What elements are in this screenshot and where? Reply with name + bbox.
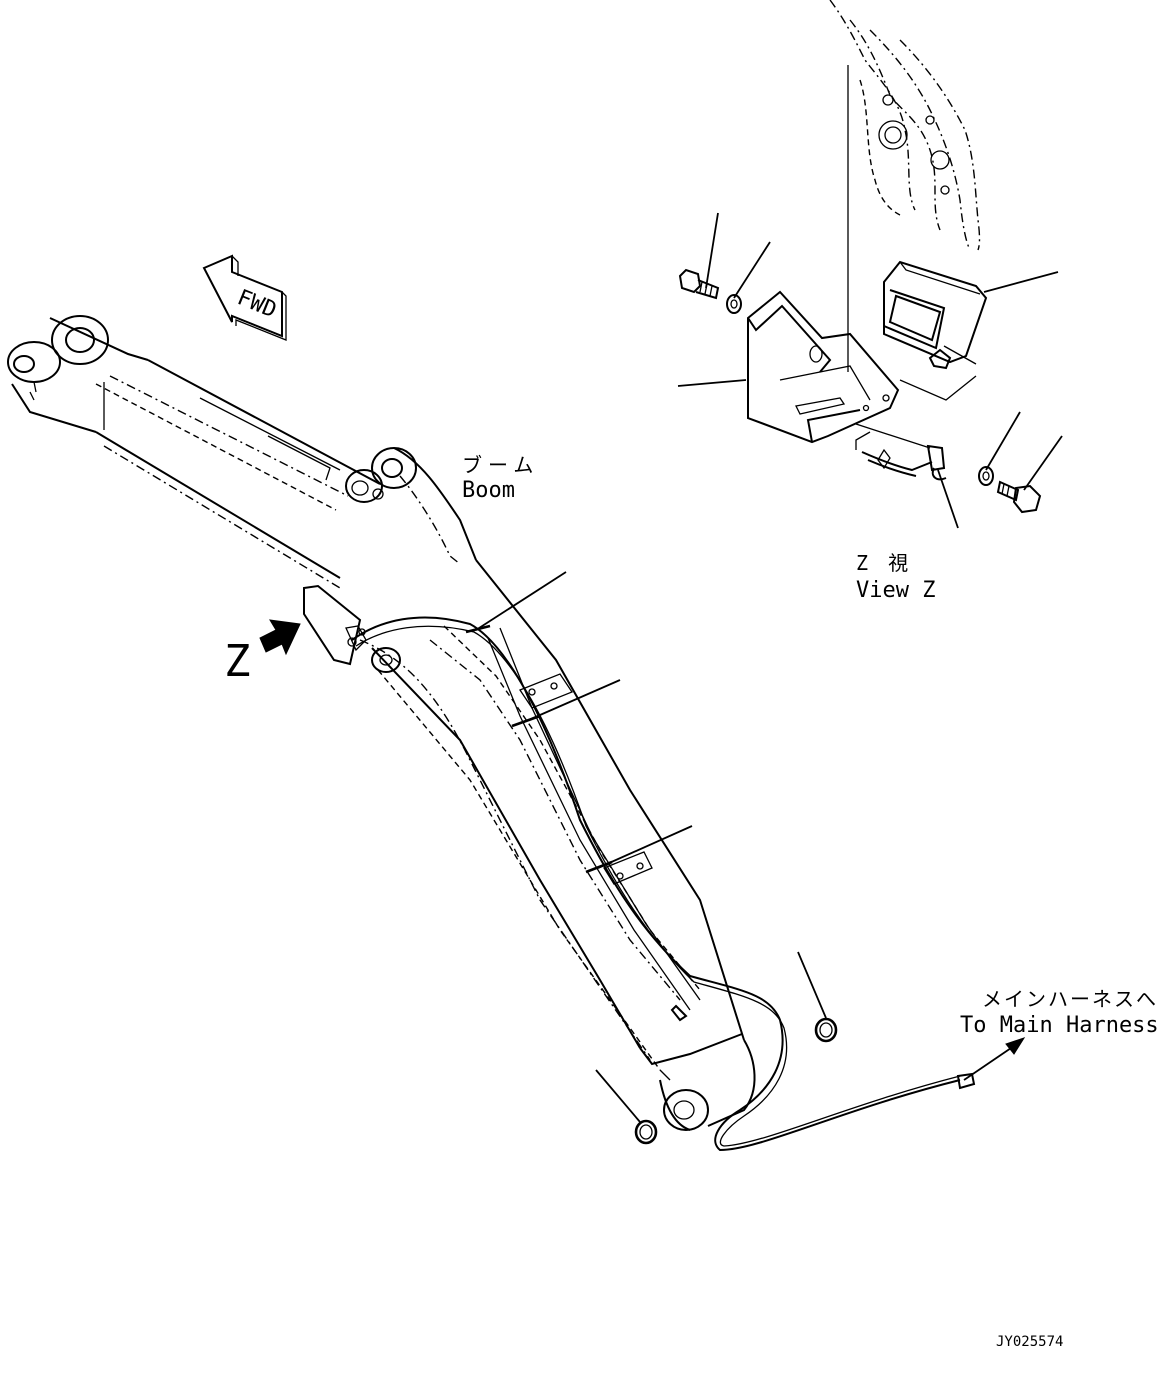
view-z-detail [677,212,1063,529]
clamp-pad-2 [603,851,653,885]
o-ring-left [634,1119,658,1145]
washer-left [726,294,742,314]
clamp-pad-1 [519,673,573,709]
harness-wire [351,616,976,1152]
washer-right [978,466,994,486]
view-direction-arrow-icon [259,619,301,656]
boom-leader-lines [475,571,827,1123]
fwd-arrow-icon: FWD [202,254,287,341]
drawing-id: JY025574 [996,1334,1063,1350]
harness-clamp [855,423,947,481]
bolt-right [996,480,1042,514]
boom-label-en: Boom [462,478,515,503]
view-letter: Z [224,636,251,687]
boom-label-jp: ブーム [462,453,539,477]
fwd-label: FWD [234,285,280,323]
view-z-leader-lines [677,212,1063,529]
harness-direction-arrow-icon [963,1037,1026,1081]
lamp-bracket [747,290,900,444]
view-label-jp: Z 視 [856,551,912,575]
work-lamp [883,260,988,401]
upper-structure-outline [829,0,981,372]
bolt-left [678,268,720,300]
view-label-en: View Z [856,578,935,603]
harness-label-jp: メインハーネスへ [982,987,1158,1011]
o-ring-right [814,1017,838,1043]
boom-assembly [7,315,976,1152]
harness-label-en: To Main Harness [960,1013,1159,1038]
